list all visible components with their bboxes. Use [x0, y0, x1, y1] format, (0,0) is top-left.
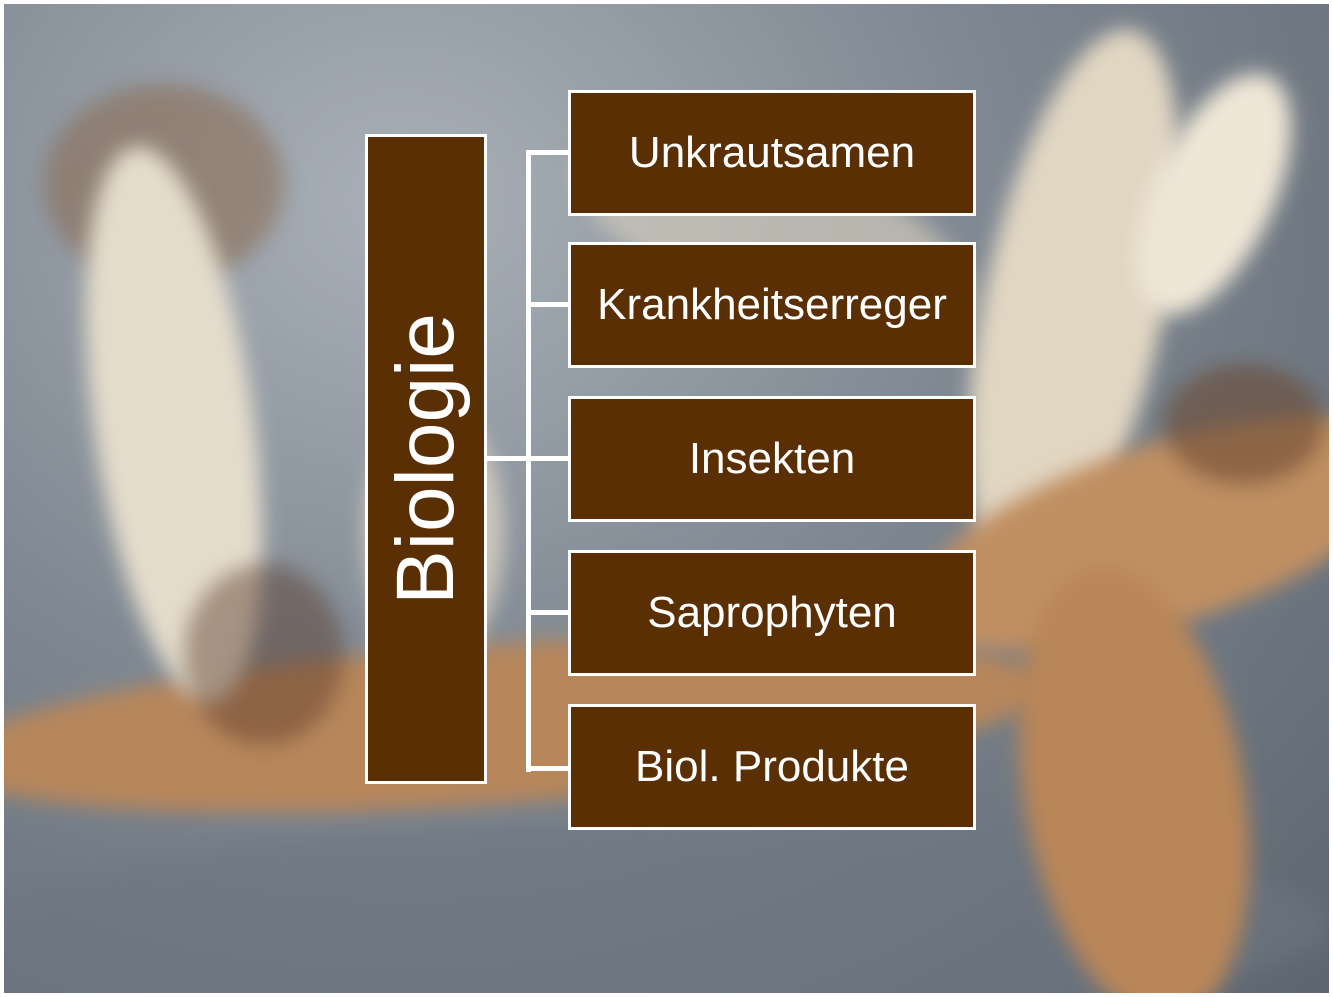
connector-branch-3: [526, 456, 570, 461]
child-node-biol-produkte: Biol. Produkte: [568, 704, 976, 830]
child-node-insekten: Insekten: [568, 396, 976, 522]
child-node-saprophyten: Saprophyten: [568, 550, 976, 676]
connector-branch-4: [526, 610, 570, 615]
root-node-label: Biologie: [385, 313, 467, 605]
slide: Biologie Unkrautsamen Krankheitserreger …: [4, 4, 1329, 993]
connector-root-stem: [487, 456, 531, 461]
connector-trunk: [526, 150, 531, 772]
root-node-biologie: Biologie: [365, 134, 487, 784]
connector-branch-5: [526, 766, 570, 771]
connector-branch-2: [526, 302, 570, 307]
background-photo-soil: [1164, 364, 1324, 484]
connector-branch-1: [526, 150, 570, 155]
child-node-unkrautsamen: Unkrautsamen: [568, 90, 976, 216]
background-photo-soil: [184, 564, 344, 744]
child-node-krankheitserreger: Krankheitserreger: [568, 242, 976, 368]
